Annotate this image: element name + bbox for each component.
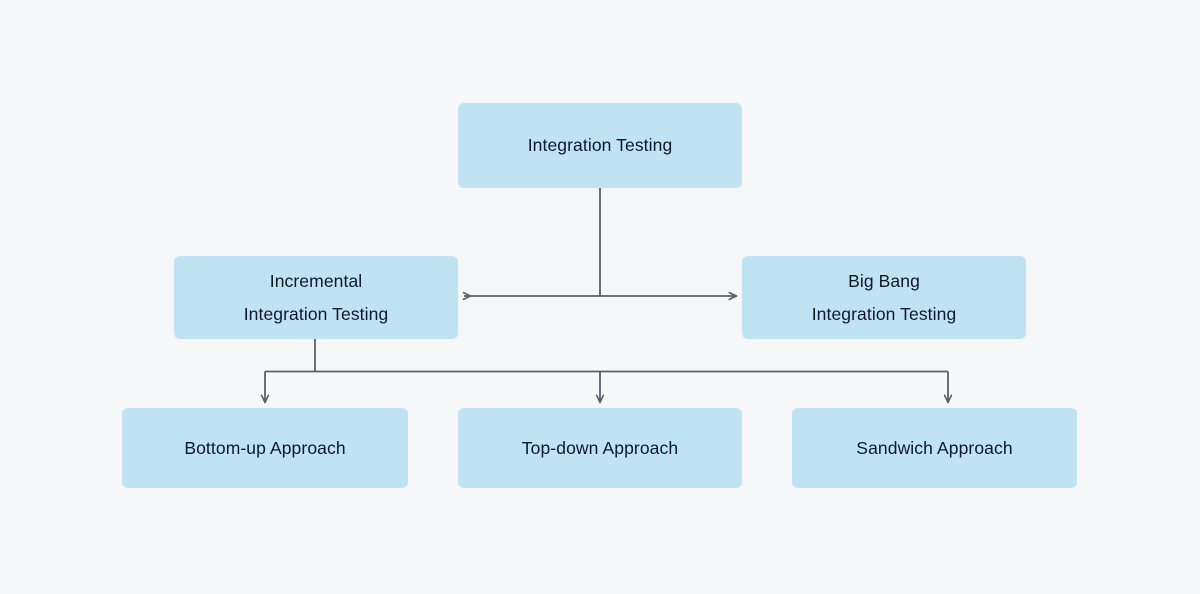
node-top-down-approach-label: Top-down Approach: [521, 437, 679, 458]
node-bottom-up-approach[interactable]: Bottom-up Approach: [122, 408, 408, 488]
node-sandwich-approach[interactable]: Sandwich Approach: [792, 408, 1077, 488]
node-big-bang-integration-testing[interactable]: Big Bang Integration Testing: [742, 256, 1026, 339]
node-integration-testing[interactable]: Integration Testing: [458, 103, 742, 188]
node-big-bang-integration-testing-label: Big Bang Integration Testing: [811, 270, 957, 324]
node-top-down-approach[interactable]: Top-down Approach: [458, 408, 742, 488]
node-bottom-up-approach-label: Bottom-up Approach: [184, 437, 346, 458]
node-sandwich-approach-label: Sandwich Approach: [856, 437, 1013, 458]
node-incremental-integration-testing[interactable]: Incremental Integration Testing: [174, 256, 458, 339]
node-integration-testing-label: Integration Testing: [527, 135, 673, 156]
node-incremental-integration-testing-label: Incremental Integration Testing: [243, 270, 389, 324]
